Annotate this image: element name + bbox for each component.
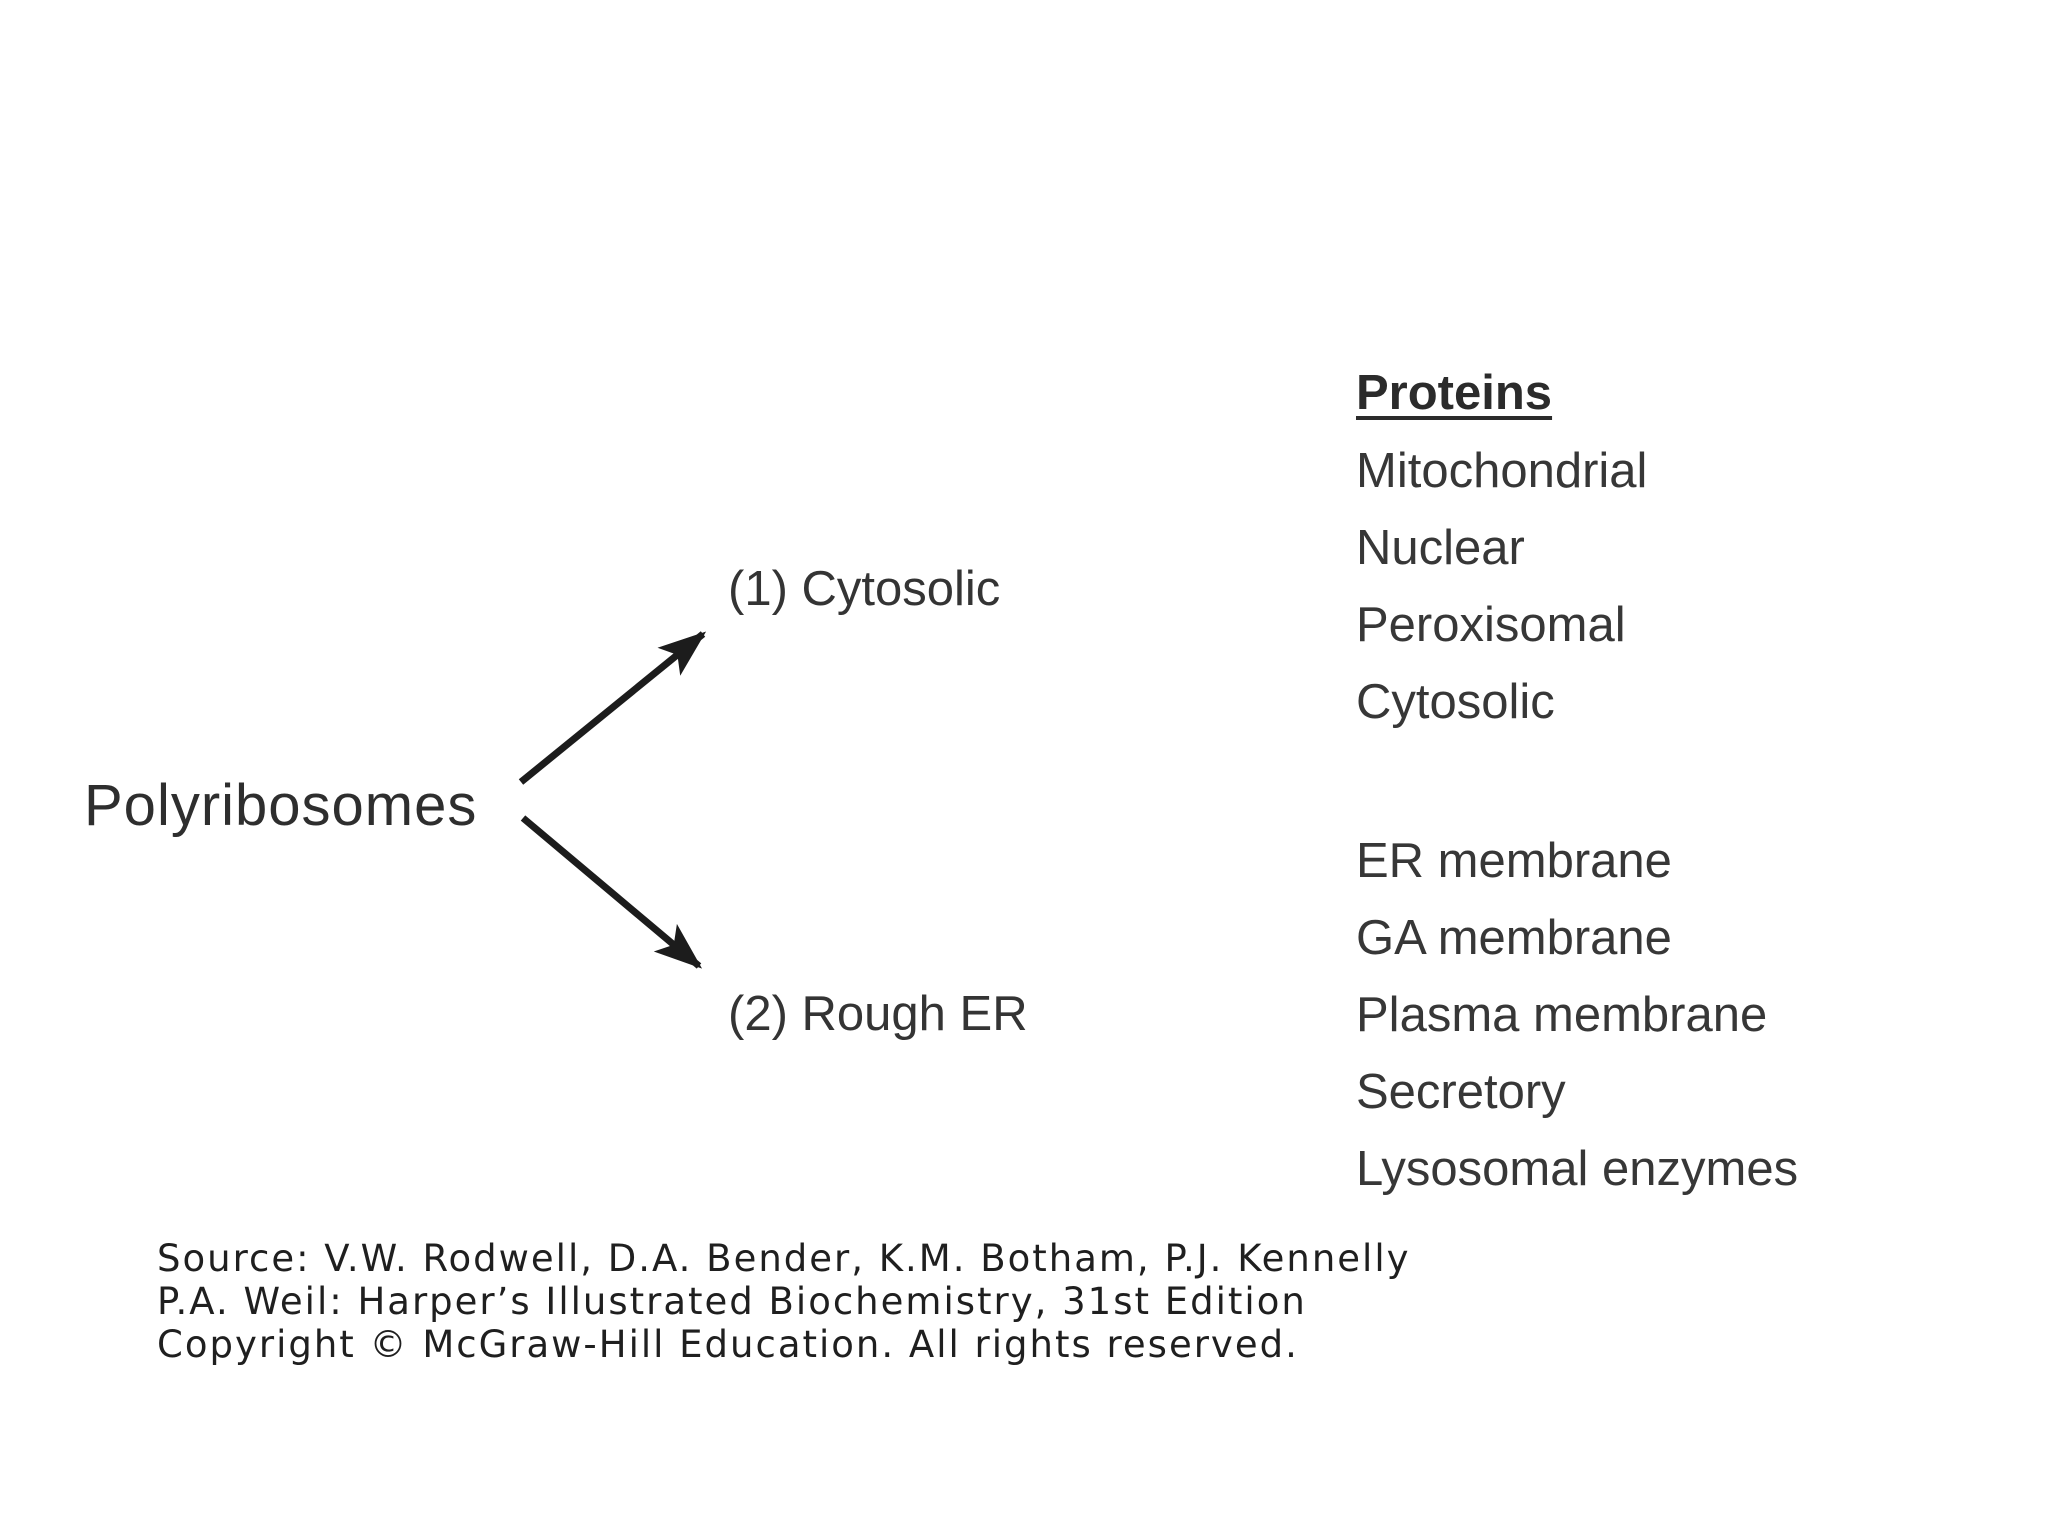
cytosolic-protein-list: Mitochondrial Nuclear Peroxisomal Cytoso…	[1356, 433, 1647, 741]
protein-list-item: Secretory	[1356, 1065, 1566, 1119]
arrow-rough-er	[520, 815, 703, 969]
protein-list-item: GA membrane	[1356, 911, 1672, 965]
source-attribution: Source: V.W. Rodwell, D.A. Bender, K.M. …	[157, 1237, 1411, 1366]
arrow-cytosolic	[518, 631, 707, 785]
protein-list-item: Plasma membrane	[1356, 988, 1768, 1042]
protein-list-item: Lysosomal enzymes	[1356, 1142, 1799, 1196]
proteins-column-heading: Proteins	[1356, 366, 1553, 420]
protein-list-item: Nuclear	[1356, 521, 1525, 575]
source-line-3: Copyright © McGraw-Hill Education. All r…	[157, 1323, 1299, 1366]
branch-label-cytosolic: (1) Cytosolic	[728, 562, 1001, 616]
rough-er-protein-list: ER membrane GA membrane Plasma membrane …	[1356, 823, 1798, 1208]
branch-label-rough-er: (2) Rough ER	[728, 987, 1028, 1041]
protein-list-item: Peroxisomal	[1356, 598, 1626, 652]
source-line-1: Source: V.W. Rodwell, D.A. Bender, K.M. …	[157, 1237, 1411, 1280]
protein-list-item: ER membrane	[1356, 834, 1672, 888]
root-node-label: Polyribosomes	[84, 773, 478, 838]
protein-list-item: Cytosolic	[1356, 675, 1555, 729]
source-line-2: P.A. Weil: Harper’s Illustrated Biochemi…	[157, 1280, 1307, 1323]
protein-list-item: Mitochondrial	[1356, 444, 1648, 498]
